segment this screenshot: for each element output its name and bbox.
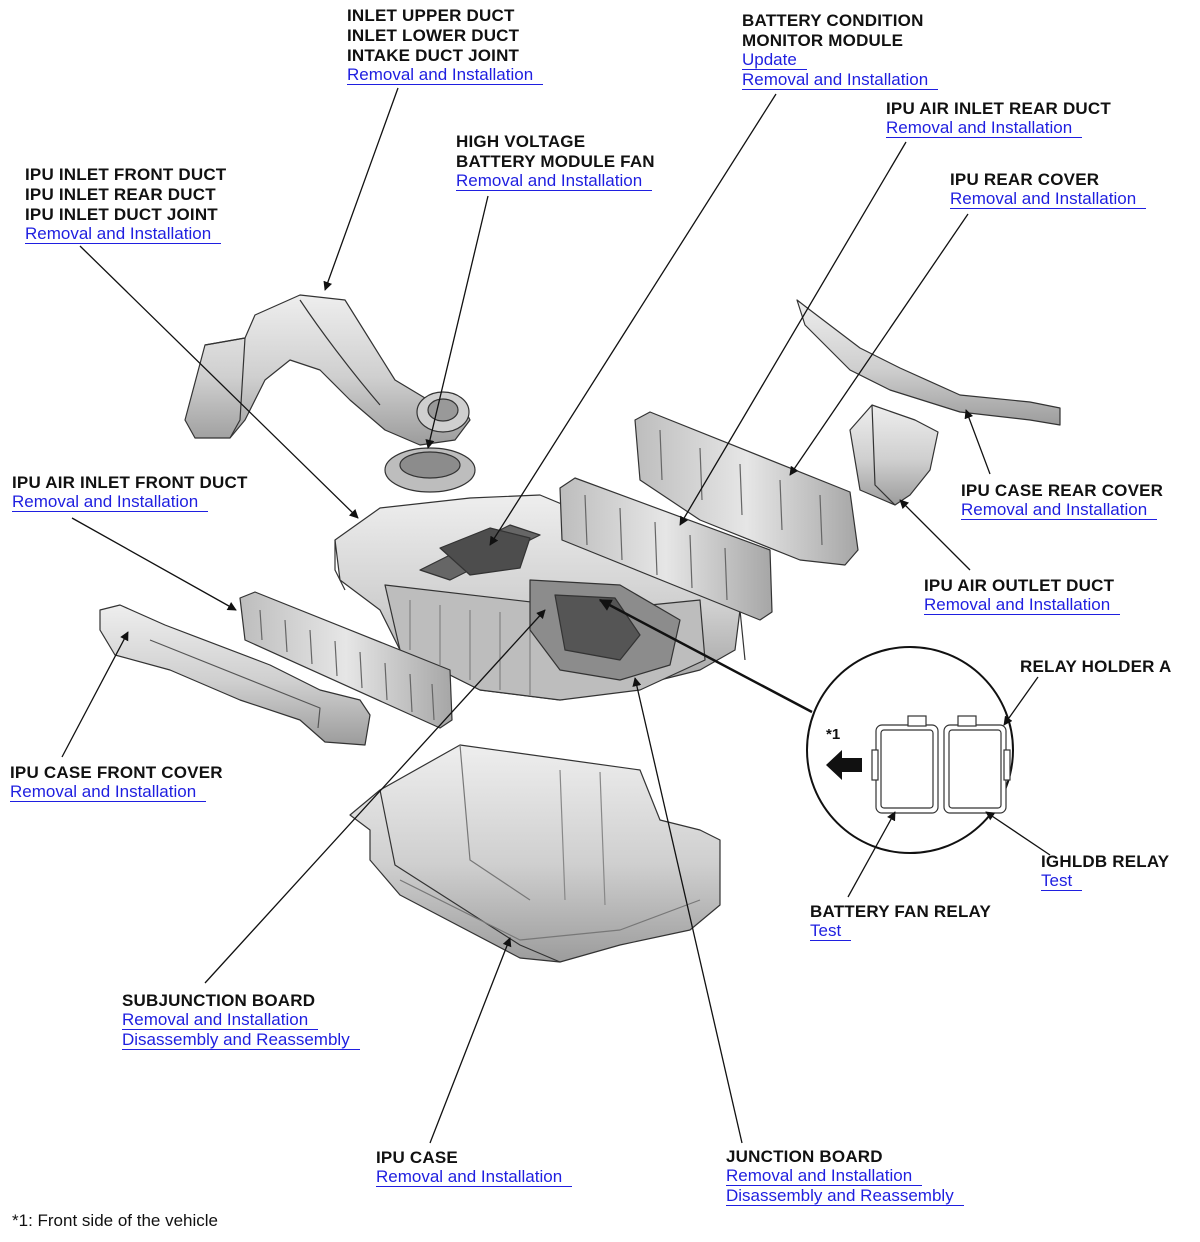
relay-detail-inset [806,646,1014,854]
callout-title: JUNCTION BOARD [726,1147,883,1166]
callout-title: IPU AIR INLET FRONT DUCT [12,473,248,492]
leader-ipu-case-rear-cover [964,409,991,475]
removal-and-installation-link[interactable]: Removal and Installation [25,225,222,244]
ipu-case-front-cover-part [99,604,371,746]
removal-and-installation-link[interactable]: Removal and Installation [10,783,207,802]
ipu-inlet-duct-part [184,294,471,446]
callout-title: IPU CASE FRONT COVER [10,763,223,782]
ipu-air-inlet-rear-duct-part [634,411,859,566]
leader-battery-fan-relay [847,811,896,898]
callout-title: IPU AIR INLET REAR DUCT [886,99,1111,118]
callout-title: BATTERY CONDITION [742,11,924,30]
removal-and-installation-link[interactable]: Removal and Installation [726,1167,923,1186]
leader-ipu-air-outlet-duct [899,499,971,571]
front-direction-arrow-icon [826,750,862,780]
callout-title: INLET LOWER DUCT [347,26,520,45]
callout-title: IPU INLET FRONT DUCT [25,165,227,184]
leader-junction-board [632,677,743,1144]
callout-title: IPU INLET DUCT JOINT [25,205,218,224]
relay-holder-a [871,715,1011,814]
ipu-case-rear-cover-part [796,299,1061,426]
leader-relay-holder-a [1003,676,1039,726]
removal-and-installation-link[interactable]: Removal and Installation [347,66,544,85]
leader-ipu-inlet-front-duct [79,245,359,519]
callout-title: IPU INLET REAR DUCT [25,185,216,204]
ipu-rear-cover-part [559,477,773,621]
callout-title: IPU REAR COVER [950,170,1100,189]
ipu-case-part [349,744,721,963]
callout-title: SUBJUNCTION BOARD [122,991,316,1010]
leader-inlet-upper-duct [323,87,399,291]
removal-and-installation-link[interactable]: Removal and Installation [376,1168,573,1187]
callout-title: HIGH VOLTAGE [456,132,586,151]
test-link[interactable]: Test [1041,872,1083,891]
leader-battery-condition-monitor [489,93,777,546]
ipu-air-outlet-duct-part [849,404,939,506]
inset-marker: *1 [826,726,841,743]
removal-and-installation-link[interactable]: Removal and Installation [950,190,1147,209]
leader-ipu-air-inlet-front-duct [71,517,237,611]
callout-title: BATTERY MODULE FAN [456,152,655,171]
removal-and-installation-link[interactable]: Removal and Installation [961,501,1158,520]
removal-and-installation-link[interactable]: Removal and Installation [924,596,1121,615]
update-link[interactable]: Update [742,51,807,70]
callout-title: IPU CASE REAR COVER [961,481,1164,500]
leader-lines [61,87,1051,1144]
leader-subjunction-board [204,609,546,984]
leader-ipu-air-inlet-rear-duct [679,141,907,526]
removal-and-installation-link[interactable]: Removal and Installation [12,493,209,512]
leader-ipu-case-front-cover [61,631,129,758]
footnote: *1: Front side of the vehicle [12,1211,219,1230]
disassembly-and-reassembly-link[interactable]: Disassembly and Reassembly [122,1031,360,1050]
callout-title: RELAY HOLDER A [1020,657,1172,676]
leader-high-voltage-fan [425,195,489,449]
callout-title: MONITOR MODULE [742,31,904,50]
leader-ipu-case [429,937,512,1144]
disassembly-and-reassembly-link[interactable]: Disassembly and Reassembly [726,1187,964,1206]
callout-title: IPU AIR OUTLET DUCT [924,576,1115,595]
callout-title: IGHLDB RELAY [1041,852,1170,871]
leader-ighldb-relay [985,811,1051,856]
test-link[interactable]: Test [810,922,852,941]
removal-and-installation-link[interactable]: Removal and Installation [742,71,939,90]
detail-pointer-line [598,598,813,714]
callout-title: INLET UPPER DUCT [347,6,515,25]
removal-and-installation-link[interactable]: Removal and Installation [456,172,653,191]
callout-title: BATTERY FAN RELAY [810,902,991,921]
callout-title: IPU CASE [376,1148,458,1167]
ipu-air-inlet-front-duct-part [239,591,453,729]
removal-and-installation-link[interactable]: Removal and Installation [122,1011,319,1030]
removal-and-installation-link[interactable]: Removal and Installation [886,119,1083,138]
leader-ipu-rear-cover [789,213,969,476]
callout-relay-holder-a: RELAY HOLDER A [1020,657,1171,677]
callout-title: INTAKE DUCT JOINT [347,46,520,65]
